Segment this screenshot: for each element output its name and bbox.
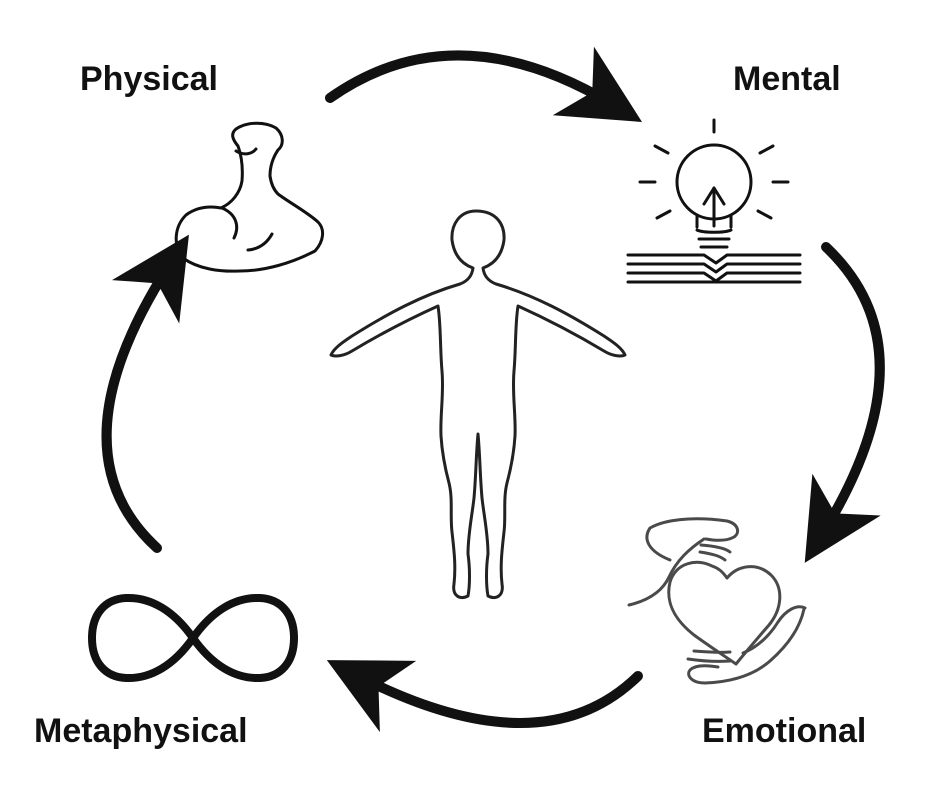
human-figure-icon <box>329 209 627 599</box>
hands-heart-icon <box>627 517 807 685</box>
arrow-physical-to-mental <box>325 46 643 122</box>
label-mental: Mental <box>733 60 841 98</box>
lightbulb-book-icon <box>626 118 802 284</box>
label-emotional: Emotional <box>702 712 867 750</box>
label-physical: Physical <box>80 60 218 98</box>
label-metaphysical: Metaphysical <box>34 712 248 750</box>
arrow-emotional-to-metaphysical <box>326 660 643 733</box>
arrow-mental-to-emotional <box>804 242 885 563</box>
arrow-metaphysical-to-physical <box>101 234 189 553</box>
flexed-arm-icon <box>174 121 324 273</box>
infinity-icon <box>88 593 298 683</box>
